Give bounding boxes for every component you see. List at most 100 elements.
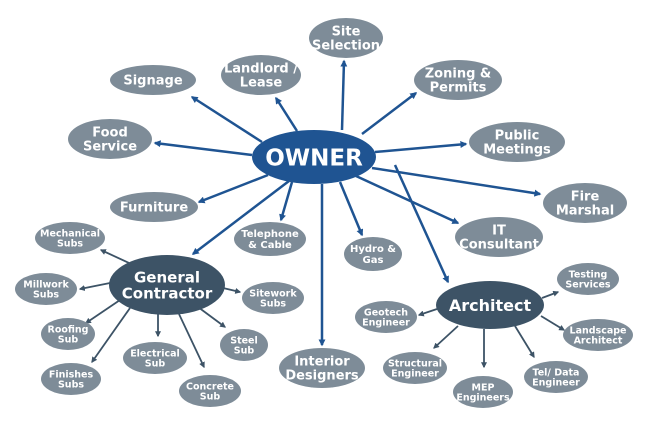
node-shape [383, 352, 447, 384]
node-architect: Architect [436, 281, 544, 329]
node-shape [455, 217, 543, 257]
connector-arrow [393, 164, 450, 284]
node-shape [355, 301, 417, 333]
node-label: Hydro &Gas [350, 244, 396, 266]
connector-arrow [374, 141, 468, 154]
node-shape [41, 363, 101, 395]
node-shape [279, 348, 365, 388]
node-shape [68, 119, 152, 159]
node-label: Architect [449, 296, 532, 315]
connector-arrow [91, 307, 131, 363]
connector-arrow [371, 166, 542, 197]
connector-arrow [417, 308, 438, 317]
connector-arrow [197, 173, 269, 204]
connector-arrow [541, 290, 560, 299]
node-shape [309, 18, 383, 58]
node-telephone-cable: Telephone& Cable [234, 222, 306, 256]
connector-arrow [222, 287, 242, 294]
node-shape [221, 55, 301, 95]
node-hydro-gas: Hydro &Gas [344, 237, 402, 271]
connector-arrow [433, 325, 459, 349]
node-shape [469, 122, 565, 162]
node-shape [220, 329, 268, 361]
node-shape [436, 281, 544, 329]
node-zoning-permits: Zoning &Permits [414, 60, 502, 100]
connector-arrow [197, 306, 226, 328]
connector-arrow [338, 181, 364, 237]
node-owner: OWNER [252, 130, 376, 184]
node-shape [543, 183, 627, 223]
node-shape [35, 222, 105, 254]
node-label: Zoning &Permits [425, 67, 492, 96]
connector-arrow [191, 180, 290, 255]
node-furniture: Furniture [110, 192, 198, 222]
node-shape [234, 222, 306, 256]
node-shape [110, 65, 196, 95]
node-shape [15, 273, 77, 305]
connector-arrow [361, 92, 418, 135]
node-shape [242, 282, 304, 314]
node-shape [110, 192, 198, 222]
node-label: Signage [123, 74, 182, 89]
connector-arrows [78, 59, 566, 369]
connector-arrow [190, 95, 263, 144]
connector-arrow [78, 282, 111, 292]
node-shape [252, 130, 376, 184]
node-shape [414, 60, 502, 100]
connector-arrow [514, 325, 535, 359]
node-shape [524, 361, 588, 393]
node-label: OWNER [265, 145, 363, 171]
node-shape [179, 375, 241, 407]
node-shape [344, 237, 402, 271]
node-shape [41, 318, 95, 350]
node-label: Landlord /Lease [224, 62, 298, 91]
connector-arrow [85, 299, 121, 324]
node-label: Telephone& Cable [241, 229, 299, 251]
connector-arrow [279, 181, 294, 222]
connector-arrow [99, 249, 130, 264]
connector-arrow [153, 140, 253, 157]
connector-arrow [274, 96, 299, 132]
node-shape [109, 255, 225, 315]
connector-arrow [178, 313, 205, 369]
node-shape [563, 319, 633, 351]
node-label: Furniture [120, 201, 188, 216]
